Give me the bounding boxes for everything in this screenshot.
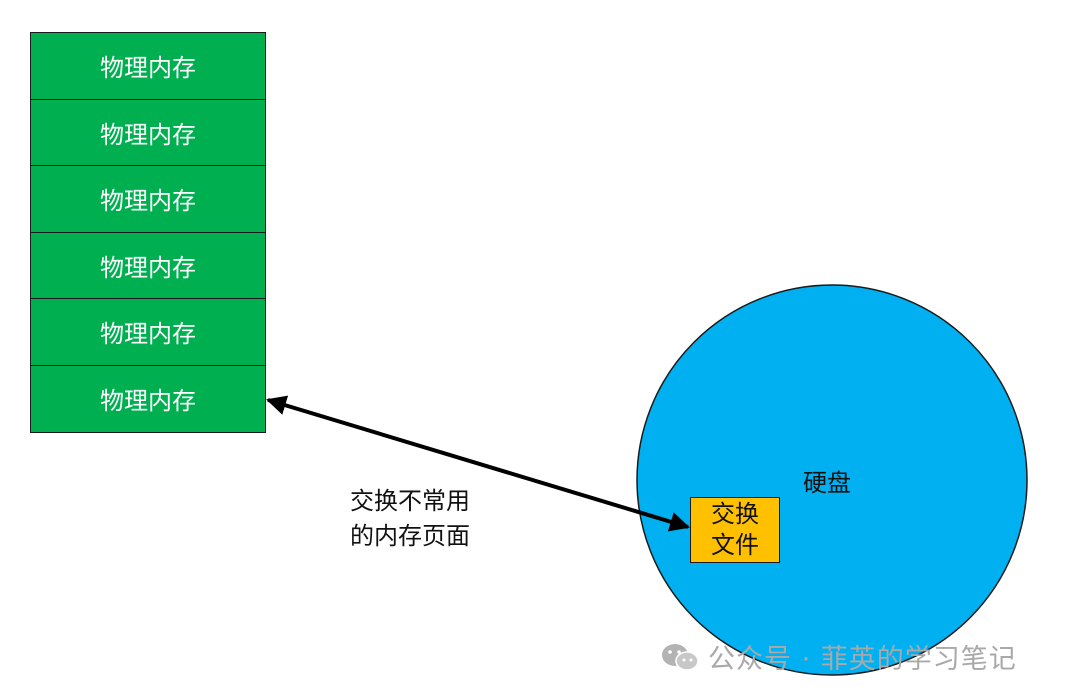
swap-file-label: 交换文件 xyxy=(711,500,759,559)
swap-file-box: 交换文件 xyxy=(690,497,780,563)
memory-cell: 物理内存 xyxy=(31,365,265,432)
memory-cell: 物理内存 xyxy=(31,166,265,233)
wechat-icon xyxy=(662,643,699,671)
memory-cell: 物理内存 xyxy=(31,299,265,366)
memory-cell: 物理内存 xyxy=(31,99,265,166)
memory-cell: 物理内存 xyxy=(31,33,265,100)
memory-cell: 物理内存 xyxy=(31,232,265,299)
watermark-text: 公众号 · 菲英的学习笔记 xyxy=(708,644,1017,675)
physical-memory-stack: 物理内存 物理内存 物理内存 物理内存 物理内存 物理内存 xyxy=(30,32,266,433)
swap-arrow xyxy=(266,395,690,532)
hard-disk-label: 硬盘 xyxy=(803,469,851,497)
watermark: 公众号 · 菲英的学习笔记 xyxy=(660,637,1017,676)
swap-caption: 交换不常用的内存页面 xyxy=(350,487,470,550)
